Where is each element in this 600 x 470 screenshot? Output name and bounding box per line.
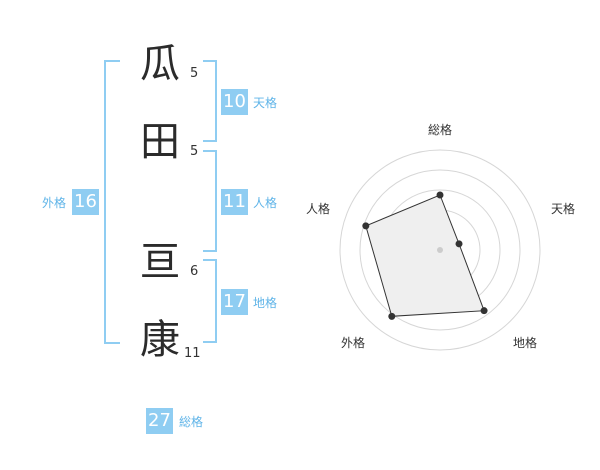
radar-area <box>365 194 485 317</box>
name-char-1: 瓜 <box>140 41 180 87</box>
name-char-3: 亘 <box>140 239 180 285</box>
soukaku-value-badge: 27 <box>146 408 173 434</box>
radar-point-4 <box>362 222 370 230</box>
name-char-4: 康 <box>140 317 180 363</box>
axis-label-chikaku: 地格 <box>513 335 537 350</box>
axis-label-jinkaku: 人格 <box>306 201 330 216</box>
radar-ring <box>359 169 521 331</box>
jinkaku-label: 人格 <box>253 196 278 210</box>
stroke-count-3: 6 <box>190 264 199 279</box>
gaikaku-value-badge: 16 <box>72 189 99 215</box>
chikaku-bracket <box>203 259 217 343</box>
radar-point-0 <box>436 191 444 199</box>
tenkaku-bracket <box>203 60 217 142</box>
chikaku-label: 地格 <box>253 296 278 310</box>
jinkaku-value-badge: 11 <box>221 189 248 215</box>
stroke-count-2: 5 <box>190 144 199 159</box>
stroke-count-1: 5 <box>190 66 199 81</box>
gaikaku-label: 外格 <box>42 196 67 210</box>
tenkaku-value-badge: 10 <box>221 89 248 115</box>
radar-center-dot <box>437 247 443 253</box>
gaikaku-bracket <box>104 60 120 344</box>
tenkaku-label: 天格 <box>253 96 278 110</box>
radar-point-1 <box>455 240 463 248</box>
axis-label-tenkaku: 天格 <box>551 201 575 216</box>
axis-label-soukaku: 総格 <box>428 122 452 137</box>
stroke-count-4: 11 <box>184 346 201 361</box>
name-char-2: 田 <box>140 119 180 165</box>
radar-point-2 <box>480 307 488 315</box>
radar-points <box>362 191 488 320</box>
radar-point-3 <box>388 312 396 320</box>
soukaku-label: 総格 <box>179 415 204 429</box>
radar-ring <box>339 149 541 351</box>
jinkaku-bracket <box>203 150 217 252</box>
axis-label-gaikaku: 外格 <box>341 335 365 350</box>
chikaku-value-badge: 17 <box>221 289 248 315</box>
